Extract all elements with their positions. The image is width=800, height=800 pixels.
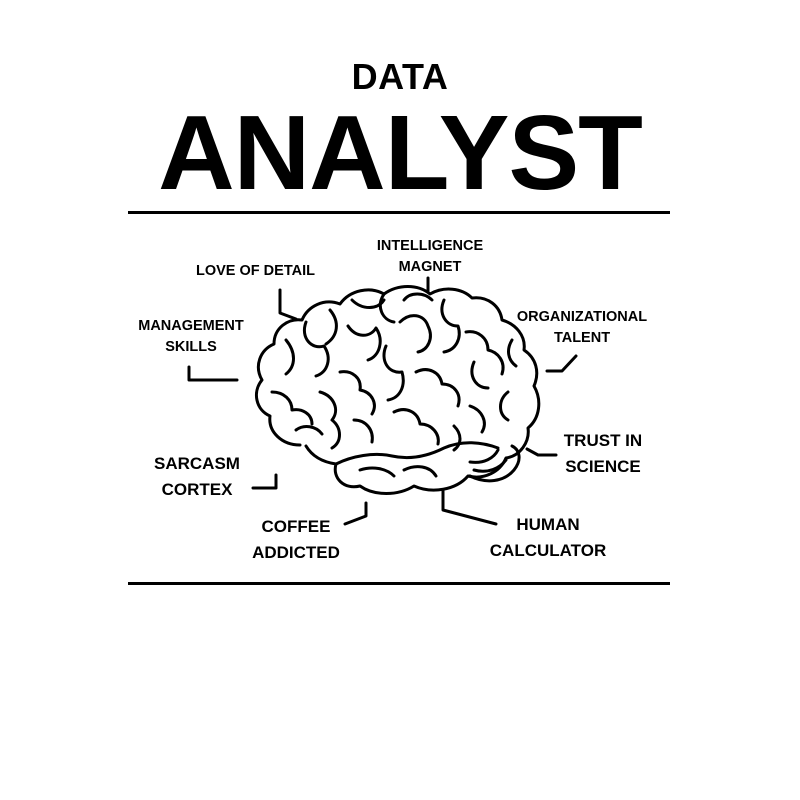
label-sarcasm-cortex: SARCASM CORTEX (154, 454, 240, 499)
label-coffee-addicted: COFFEE ADDICTED (252, 517, 340, 562)
leader-sarcasm-cortex (251, 473, 278, 490)
label-love-of-detail: LOVE OF DETAIL (196, 263, 315, 279)
label-management-skills: MANAGEMENT SKILLS (138, 318, 244, 356)
label-organizational-talent: ORGANIZATIONAL TALENT (516, 309, 648, 347)
label-trust-in-science: TRUST IN SCIENCE (563, 431, 643, 476)
leader-love-of-detail (278, 288, 298, 321)
leader-organizational-talent (545, 354, 578, 373)
leader-lines (187, 276, 578, 526)
top-divider (128, 211, 670, 214)
bottom-divider (128, 582, 670, 585)
label-human-calculator: HUMAN CALCULATOR (489, 515, 607, 560)
leader-coffee-addicted (343, 501, 368, 526)
leader-trust-in-science (525, 447, 558, 457)
brain-icon (254, 285, 541, 495)
label-intelligence-magnet: INTELLIGENCE MAGNET (376, 238, 484, 276)
leader-human-calculator (441, 488, 498, 526)
leader-management-skills (187, 365, 239, 382)
title-data: DATA (351, 56, 449, 97)
title-analyst: ANALYST (158, 94, 643, 212)
